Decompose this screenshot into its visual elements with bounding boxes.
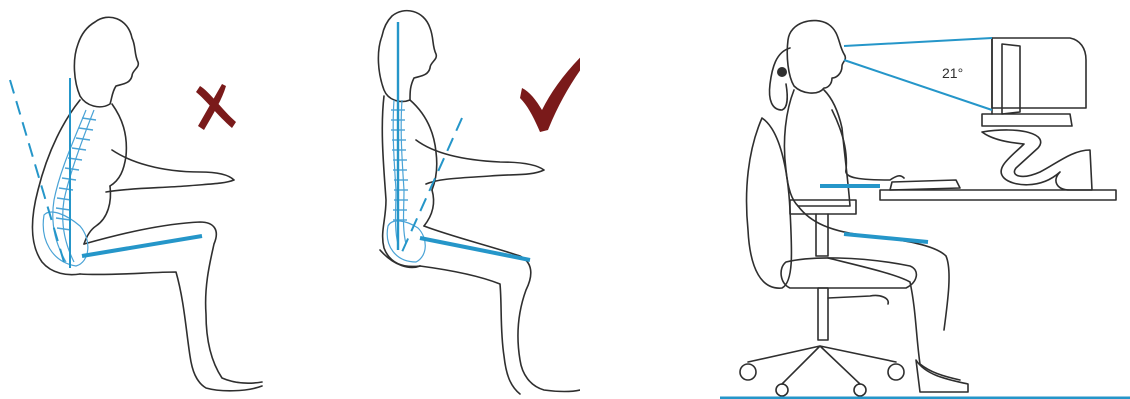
lower-leg-outline bbox=[80, 272, 262, 391]
back-outline bbox=[32, 100, 80, 275]
desk bbox=[880, 190, 1116, 200]
lower-leg-outline bbox=[420, 266, 520, 394]
angled-sight-line bbox=[844, 60, 992, 110]
workstation-setup-panel: 21° bbox=[720, 0, 1130, 399]
thigh-posture-line bbox=[420, 238, 530, 260]
chair-column bbox=[818, 288, 828, 340]
incorrect-posture-panel bbox=[0, 0, 290, 399]
thigh-posture-line bbox=[844, 234, 928, 242]
correct-posture-figure bbox=[340, 0, 580, 399]
chair-arm-support bbox=[816, 214, 828, 256]
chair-base bbox=[748, 346, 896, 384]
tilted-reference-line bbox=[402, 118, 462, 252]
correct-posture-panel bbox=[340, 0, 580, 399]
thigh-outline bbox=[798, 206, 949, 330]
check-mark-icon bbox=[520, 46, 580, 132]
monitor-stand bbox=[982, 130, 1092, 190]
x-mark-icon bbox=[196, 84, 236, 130]
torso-outline bbox=[784, 90, 850, 206]
tilted-back-line bbox=[10, 80, 64, 262]
head-outline bbox=[74, 17, 138, 107]
head-outline bbox=[787, 21, 845, 94]
shoe bbox=[916, 360, 968, 392]
spine-illustration bbox=[387, 100, 425, 262]
incorrect-posture-figure bbox=[0, 0, 290, 399]
chair-casters bbox=[740, 364, 904, 396]
chest-outline bbox=[110, 104, 126, 186]
workstation-figure: 21° bbox=[720, 0, 1130, 399]
belly-outline bbox=[84, 186, 110, 244]
arm-outline bbox=[832, 110, 904, 180]
belly-outline bbox=[424, 190, 434, 226]
monitor bbox=[982, 38, 1086, 126]
head-outline bbox=[378, 11, 436, 102]
viewing-angle-label: 21° bbox=[942, 65, 963, 81]
thigh-outline bbox=[424, 226, 580, 392]
hair-tie bbox=[777, 67, 787, 77]
chair-lever bbox=[828, 295, 888, 304]
thigh-outline bbox=[84, 222, 262, 383]
chair-armrest bbox=[790, 200, 856, 214]
horizontal-sight-line bbox=[844, 38, 992, 46]
keyboard bbox=[890, 180, 960, 190]
